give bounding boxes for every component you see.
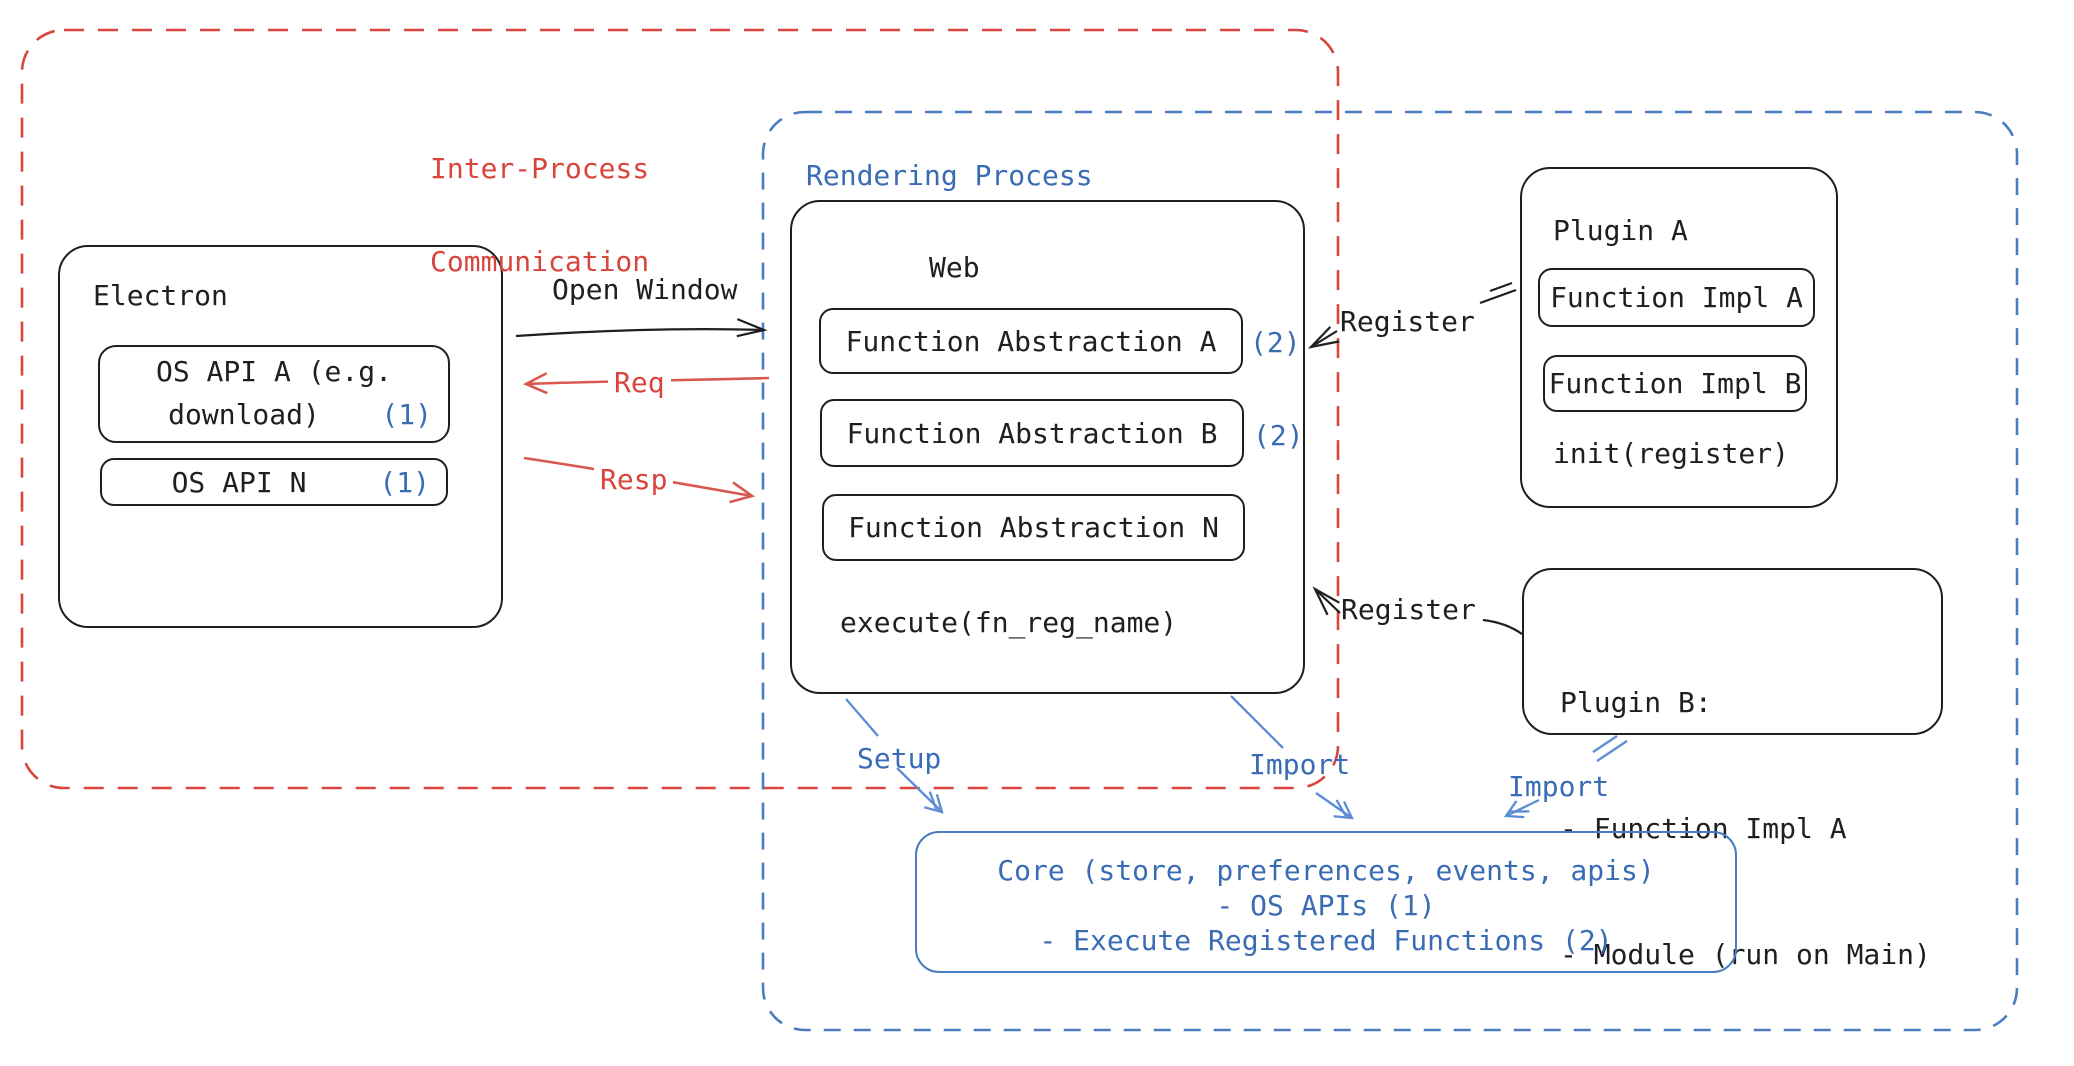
web-box: [790, 200, 1305, 694]
register-bottom-connector: [1482, 618, 1523, 635]
plugin-b-text: Plugin B: - Function Impl A - Module (ru…: [1560, 598, 1931, 1060]
req-label: Req: [608, 366, 671, 400]
setup-label: Setup: [857, 742, 942, 775]
plugin-a-box: [1520, 167, 1838, 508]
os-api-a-ref: (1): [381, 398, 432, 431]
register-top-connector: [1479, 281, 1517, 305]
web-title: Web: [929, 251, 980, 284]
electron-box: [58, 245, 503, 628]
ipc-label-line1: Inter-Process: [430, 152, 650, 185]
os-api-a-box: OS API A (e.g. download) (1): [98, 345, 450, 443]
os-api-n-box: OS API N (1): [100, 458, 448, 506]
electron-title: Electron: [93, 279, 228, 312]
os-api-a-line1: OS API A (e.g.: [155, 355, 392, 388]
os-api-a-line2: download): [168, 398, 320, 431]
core-box: Core (store, preferences, events, apis) …: [915, 831, 1737, 973]
fn-abstraction-n-label: Function Abstraction N: [848, 511, 1219, 544]
fn-impl-a-box: Function Impl A: [1538, 268, 1815, 327]
core-line-1: Core (store, preferences, events, apis): [997, 854, 1655, 887]
init-register-label: init(register): [1553, 437, 1790, 470]
register-bottom-arrow: [1312, 586, 1341, 616]
fn-abstraction-a-box: Function Abstraction A: [819, 308, 1243, 374]
fn-impl-b-label: Function Impl B: [1548, 367, 1802, 400]
plugin-b-item-2: - Module (run on Main): [1560, 938, 1931, 971]
open-window-label: Open Window: [552, 273, 738, 306]
setup-arrow: [896, 767, 944, 814]
ipc-label-line2: Communication: [430, 245, 650, 278]
fn-abstraction-b-label: Function Abstraction B: [846, 416, 1218, 450]
import-web-arrow: [1315, 792, 1354, 820]
os-api-n-ref: (1): [379, 466, 430, 499]
import-web-label: Import: [1249, 748, 1351, 781]
fn-abstraction-a-ref: (2): [1250, 326, 1301, 359]
import-pluginb-arrow: [1503, 798, 1540, 819]
fn-abstraction-b-ref: (2): [1253, 419, 1304, 452]
fn-abstraction-b-box: Function Abstraction B: [820, 399, 1244, 467]
core-line-2: - OS APIs (1): [1216, 889, 1436, 922]
fn-abstraction-n-box: Function Abstraction N: [822, 494, 1245, 561]
open-window-arrow: [515, 318, 768, 338]
plugin-b-title: Plugin B:: [1560, 686, 1712, 719]
plugin-b-item-1: - Function Impl A: [1560, 812, 1847, 845]
register-top-arrow: [1307, 326, 1340, 349]
core-line-3: - Execute Registered Functions (2): [1039, 924, 1613, 957]
fn-impl-a-label: Function Impl A: [1550, 281, 1803, 314]
os-api-n-label: OS API N: [171, 466, 307, 499]
fn-impl-b-box: Function Impl B: [1543, 355, 1807, 412]
rendering-region-outline: [761, 110, 2019, 1032]
import-web-arrow-tail: [1230, 695, 1284, 749]
execute-label: execute(fn_reg_name): [840, 606, 1178, 639]
ipc-region-label: Inter-Process Communication: [430, 91, 649, 339]
register-top-label: Register: [1340, 305, 1475, 338]
setup-arrow-tail: [845, 698, 879, 737]
import-pluginb-label: Import: [1508, 770, 1610, 803]
rendering-region-label: Rendering Process: [806, 159, 1093, 192]
fn-abstraction-a-label: Function Abstraction A: [845, 324, 1217, 358]
resp-label: Resp: [594, 463, 674, 497]
plugin-b-box: [1522, 568, 1943, 735]
plugin-a-title: Plugin A: [1553, 214, 1688, 247]
ipc-region-outline: [20, 28, 1340, 790]
import-pluginb-arrow-tail: [1592, 735, 1628, 762]
register-bottom-label: Register: [1341, 593, 1476, 626]
